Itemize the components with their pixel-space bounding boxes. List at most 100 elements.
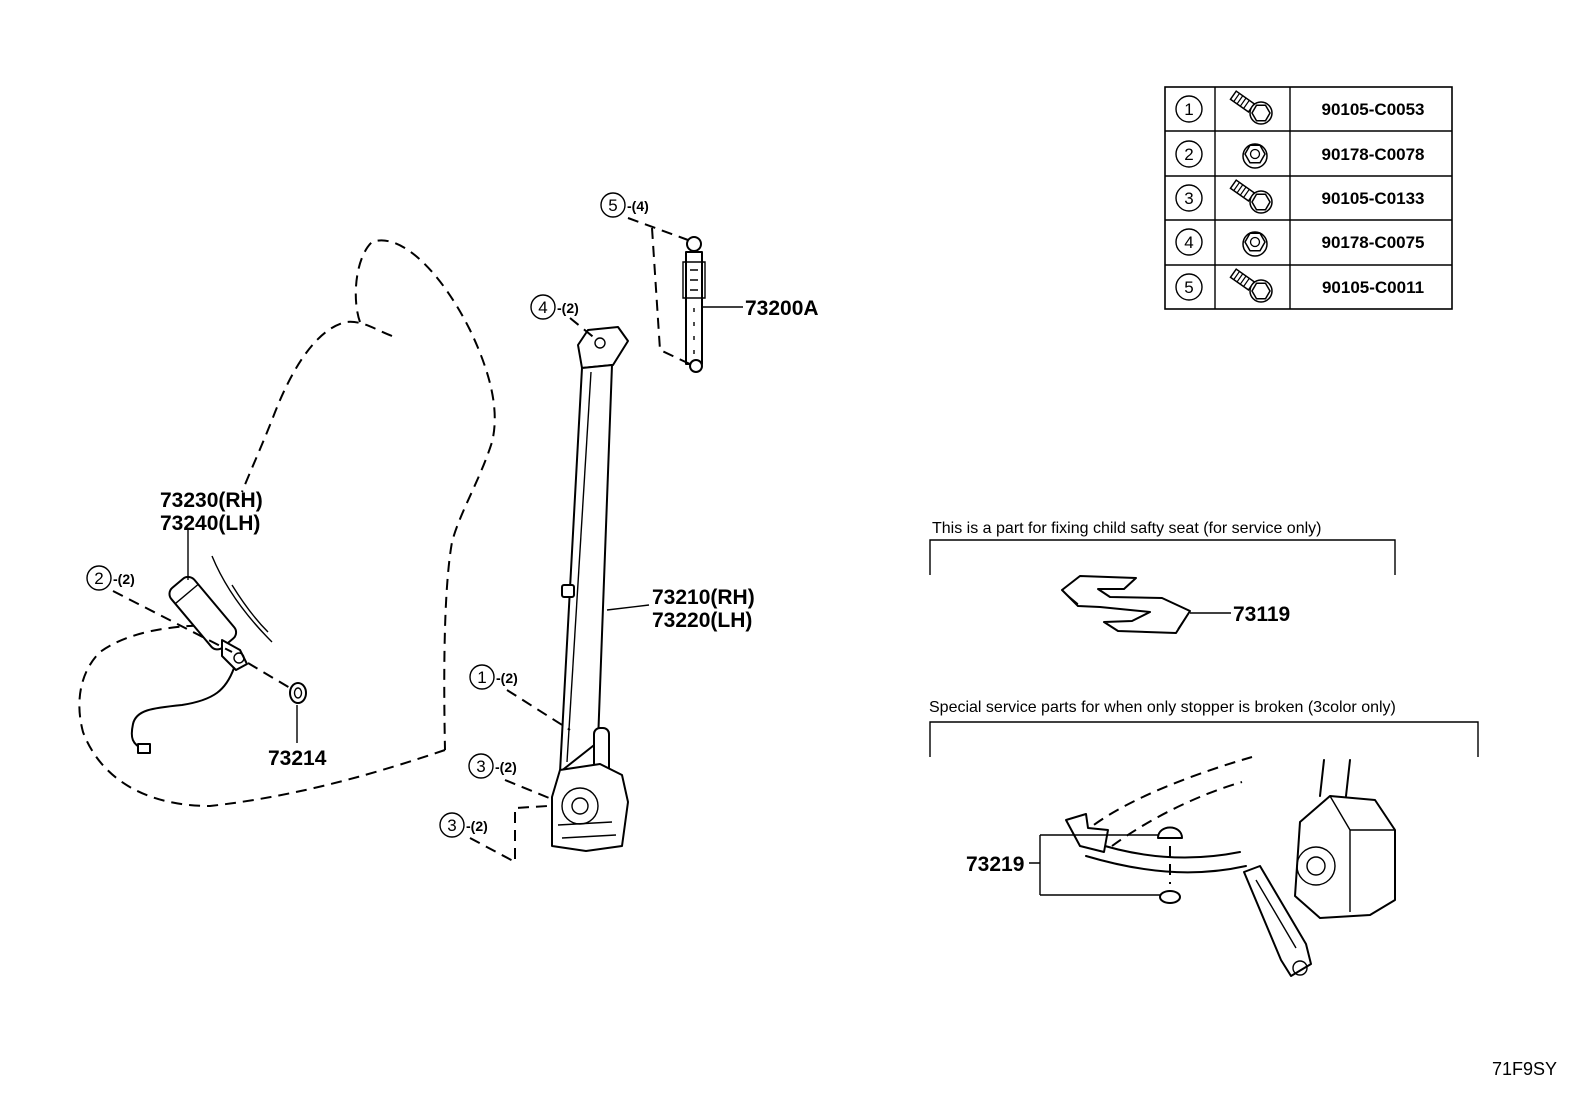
belt-assembly [551,326,650,852]
nut-icon [1242,231,1268,257]
buckle-assembly [130,530,248,754]
seat-back-outline [354,239,496,751]
leader-1 [506,689,571,731]
stopper-retractor-spool [1296,846,1336,886]
stopper-strap-detail [1255,879,1297,949]
part-number: 90105-C0053 [1321,100,1424,119]
stopper-belt-phantom [1079,756,1253,847]
table-grid [1165,87,1452,309]
callout-qty: -(2) [495,759,517,775]
bolt-icon [1229,90,1273,125]
row-number: 4 [1184,233,1193,252]
row-number-circle [1175,228,1203,256]
callout-circle [439,812,465,838]
label-stopper-kit: 73219 [966,853,1024,876]
stopper-retractor-webbing [1319,759,1351,797]
leader-3-upper [504,779,555,801]
table-row: 5 90105-C0011 [1175,268,1424,303]
retractor-body [551,763,629,852]
retractor-spool-hub [571,797,589,815]
table-frame [1164,86,1453,310]
label-washer: 73214 [268,747,327,770]
row-number-circle [1175,140,1203,168]
seat-crease [211,555,273,643]
buckle-body [168,575,238,651]
stopper-belt-webbing [1085,841,1247,874]
leader-4 [569,317,598,341]
height-adjuster [682,236,743,373]
label-belt-lh: 73220(LH) [652,609,752,632]
stopper-bracket [929,721,1479,757]
part-number: 90105-C0133 [1321,189,1424,208]
adjuster-slider [682,261,706,299]
callout: 2 -(2) [86,565,135,591]
row-number: 2 [1184,145,1193,164]
adjuster-bottom-ear [689,359,703,373]
label-buckle-lh: 73240(LH) [160,512,260,535]
label-belt-rh: 73210(RH) [652,586,755,609]
leader-buckle-washer [247,662,291,689]
seat-outline [78,239,496,808]
part-number: 90178-C0075 [1321,233,1424,252]
adjuster-top-ear [686,236,702,252]
label-child-seat-plate: 73119 [1233,603,1290,626]
washer-outer [289,682,307,704]
child-seat-plate [1061,575,1191,634]
child-seat-plate-edge [1065,593,1189,630]
callout: 3 -(2) [439,812,488,838]
fastener-leaders [112,217,693,864]
row-number: 1 [1184,100,1193,119]
bolt-icon [1229,268,1273,303]
callout: 3 -(2) [468,753,517,779]
seat-cushion-outline [78,624,446,808]
buckle-connector [137,743,151,754]
belt-webbing-fold [566,371,592,763]
child-seat-bracket [929,539,1396,575]
stopper-button-top [1157,826,1183,839]
label-buckle-rh: 73230(RH) [160,489,263,512]
stopper-button-bottom [1159,890,1181,904]
callout-qty: -(2) [557,300,579,316]
leader-5 [627,217,689,241]
leader-5-bracket [651,227,693,366]
callout-circle [86,565,112,591]
buckle-wire [130,667,235,751]
stopper-retractor-hub [1306,856,1326,876]
seat-back-inner-edge [241,320,393,493]
row-number-circle [1175,273,1203,301]
part-number: 90105-C0011 [1322,278,1424,297]
leader-2 [112,590,233,653]
table-row: 4 90178-C0075 [1175,228,1425,257]
callout-number: 3 [447,816,456,835]
stopper-bracket-tab [1065,813,1109,853]
part-number: 90178-C0078 [1321,145,1424,164]
stopper-kit-leader [1029,834,1160,896]
callout: 4 -(2) [530,294,579,320]
table-row: 3 90105-C0133 [1175,179,1425,214]
callout: 5 -(4) [600,192,649,218]
callout-circle [468,753,494,779]
washer [289,682,307,743]
callout-number: 1 [477,668,486,687]
callout-number: 4 [538,298,547,317]
child-seat-note: This is a part for fixing child safty se… [932,520,1321,537]
retractor-detail [557,821,617,839]
table-row: 2 90178-C0078 [1175,140,1425,169]
belt-leader [606,604,650,611]
leader-3-lower [469,805,549,864]
top-anchor-hole [594,337,606,349]
stopper-anchor-bolt [1292,960,1308,976]
fastener-table: 1 90105-C0053 2 90178-C0078 [1164,86,1453,310]
nut-icon [1242,143,1268,169]
diagram-code: 71F9SY [1492,1059,1557,1079]
callout-qty: -(4) [627,198,649,214]
callout-qty: -(2) [496,670,518,686]
callout-number: 5 [608,196,617,215]
washer-inner [293,687,303,699]
callout-qty: -(2) [113,571,135,587]
callout-number: 2 [94,569,103,588]
callout: 1 -(2) [469,664,518,690]
belt-webbing [559,364,613,773]
stopper-note: Special service parts for when only stop… [929,699,1396,716]
